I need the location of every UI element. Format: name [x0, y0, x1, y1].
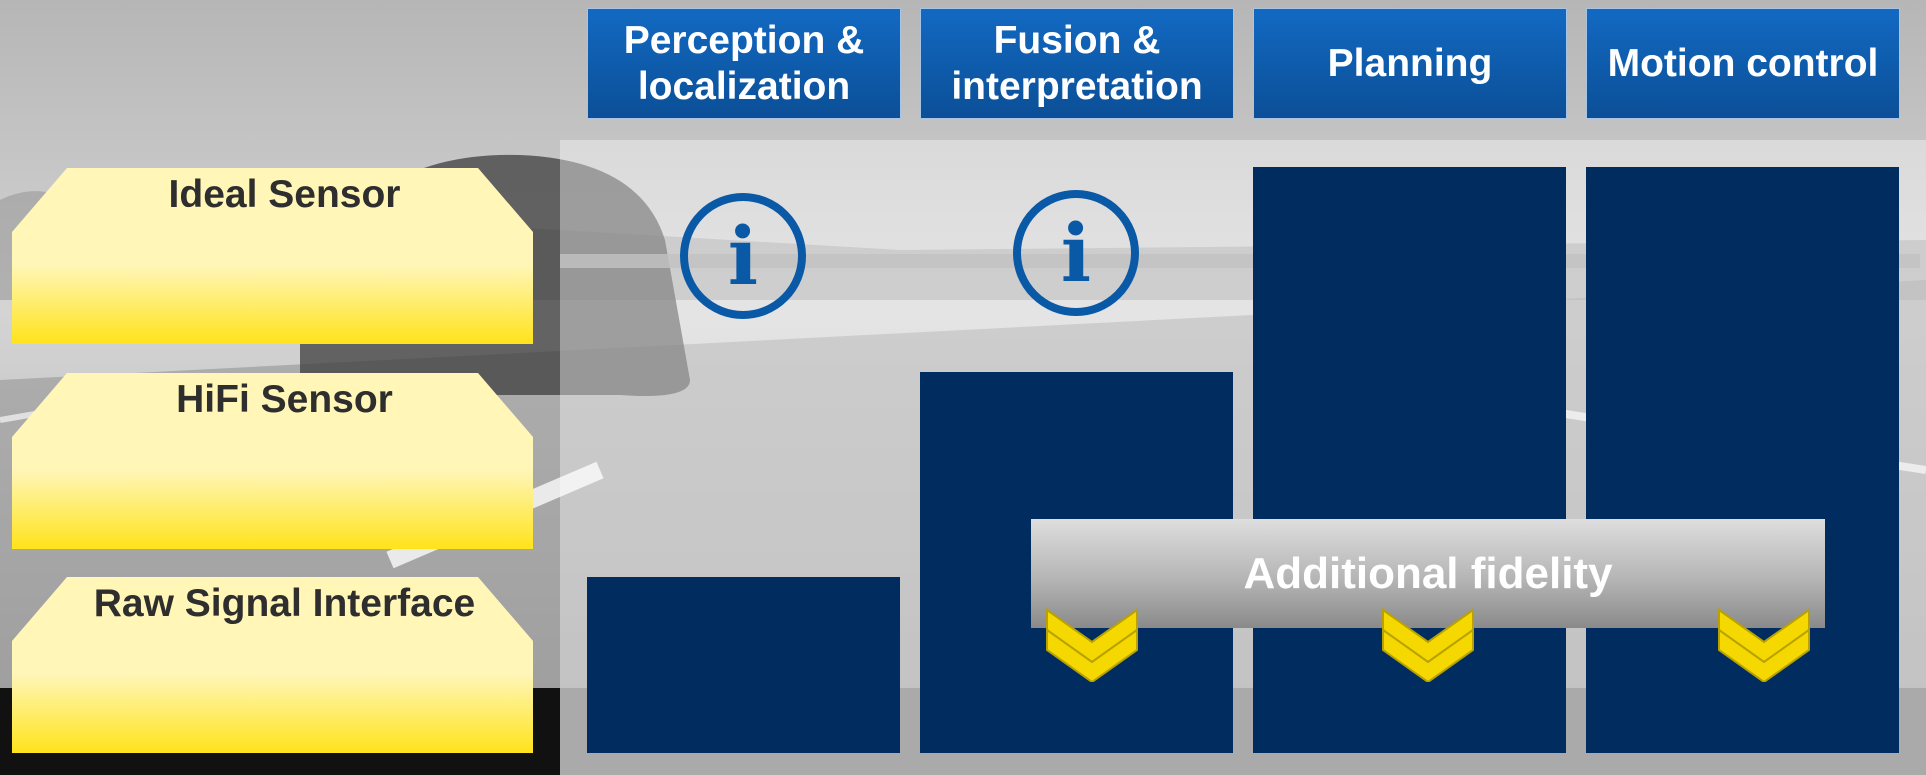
- additional-fidelity-label: Additional fidelity: [1243, 548, 1613, 598]
- additional-fidelity-bar: Additional fidelity: [1031, 519, 1825, 628]
- stage-column-perception: [587, 577, 900, 753]
- sensor-level-label: HiFi Sensor: [176, 378, 393, 421]
- sensor-level-label: Ideal Sensor: [168, 173, 401, 216]
- double-chevron-down-icon: [1046, 608, 1138, 682]
- info-icon: i: [1013, 190, 1139, 316]
- header-perception-localization: Perception & localization: [587, 8, 901, 119]
- sensor-level-raw-signal: Raw Signal Interface: [12, 577, 533, 753]
- double-chevron-down-icon: [1382, 608, 1474, 682]
- info-icon: i: [680, 193, 806, 319]
- header-motion-control: Motion control: [1586, 8, 1900, 119]
- sensor-level-ideal: Ideal Sensor: [12, 168, 533, 344]
- header-planning: Planning: [1253, 8, 1567, 119]
- double-chevron-down-icon: [1718, 608, 1810, 682]
- sensor-level-hifi: HiFi Sensor: [12, 373, 533, 549]
- sensor-level-label: Raw Signal Interface: [93, 582, 476, 625]
- header-fusion-interpretation: Fusion & interpretation: [920, 8, 1234, 119]
